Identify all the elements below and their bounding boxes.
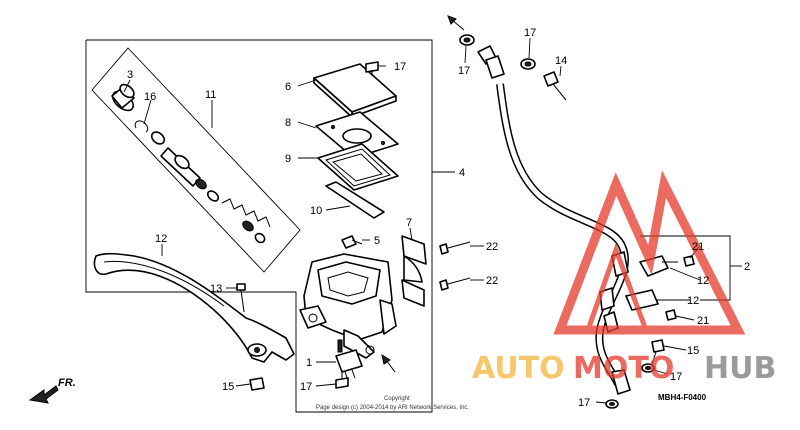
callout-17b: 17	[524, 27, 536, 39]
callout-11: 11	[205, 89, 216, 101]
callout-4: 4	[459, 167, 465, 179]
front-direction-arrow	[28, 385, 59, 404]
callout-12b: 12	[687, 295, 699, 307]
lever-pivot-nut	[249, 377, 265, 391]
callout-17d: 17	[578, 397, 590, 409]
callout-15b: 15	[687, 345, 699, 357]
front-label: FR.	[58, 377, 76, 389]
callout-labels: 3 16 11 6 8 9 10 5 7 4 17 22 22 1 17 12 …	[127, 27, 750, 409]
diaphragm	[317, 143, 399, 191]
clamp-frame	[640, 235, 742, 301]
sealing-washer-bottom	[605, 399, 619, 409]
piston-kit	[111, 83, 271, 244]
callout-22b: 22	[486, 275, 498, 287]
callout-18: 16	[144, 91, 156, 103]
callout-2: 2	[744, 261, 750, 273]
reservoir-cap	[313, 63, 397, 118]
callout-6: 6	[285, 81, 291, 93]
lever-pivot-bolt	[236, 283, 246, 313]
callout-3: 3	[127, 69, 133, 81]
master-cylinder-holder	[401, 235, 427, 307]
switch-bolt	[335, 370, 349, 389]
watermark-moto: MOTO	[573, 351, 674, 386]
brake-lever	[93, 252, 295, 363]
master-cylinder-body	[299, 253, 397, 359]
brake-hose	[477, 45, 631, 395]
copyright-text: Page design (c) 2004-2014 by ARI Network…	[316, 405, 469, 411]
switch-screw	[341, 235, 363, 249]
callout-13: 12	[155, 233, 167, 245]
copyright-title: Copyright	[384, 396, 410, 402]
master-cylinder-frame	[85, 39, 455, 413]
callout-20: 17	[300, 381, 312, 393]
callout-14: 13	[210, 283, 222, 295]
callout-5: 5	[374, 235, 380, 247]
callout-17c: 17	[670, 371, 682, 383]
callout-16: 15	[222, 381, 234, 393]
direction-arrow	[381, 353, 396, 373]
watermark-logo: AUTO MOTO HUB	[472, 170, 776, 386]
piston-assembly	[150, 131, 220, 202]
piston-kit-frame	[91, 47, 301, 273]
callout-10: 10	[310, 205, 322, 217]
diagram-code: MBH4-F0400	[658, 393, 707, 402]
oil-bolt-upper	[543, 71, 567, 101]
clamp-bolt-upper	[683, 255, 695, 267]
sealing-washer-upper	[520, 58, 536, 70]
brake-switch	[335, 339, 363, 381]
callout-22a: 22	[486, 241, 498, 253]
callout-1: 1	[306, 357, 312, 369]
cap-screw	[365, 61, 379, 76]
watermark-hub: HUB	[704, 351, 776, 386]
callout-15a: 14	[555, 55, 567, 67]
sealing-washer-lower	[641, 363, 655, 373]
cap-plate	[315, 111, 399, 159]
holder-bolt-lower	[439, 277, 471, 291]
oil-bolt-lower	[651, 339, 665, 365]
callout-19: 17	[394, 61, 406, 73]
leader-lines	[123, 37, 701, 404]
clamp-bolt-lower	[665, 309, 677, 321]
piston-spring	[221, 198, 271, 244]
callout-7: 7	[406, 217, 412, 229]
callout-17a: 17	[458, 65, 470, 77]
callout-9: 9	[285, 153, 291, 165]
holder-bolt-upper	[439, 241, 471, 255]
callout-8: 8	[285, 117, 291, 129]
sealing-washer-top	[459, 34, 475, 46]
dust-boot	[111, 83, 135, 112]
diaphragm-plate	[325, 181, 385, 219]
callout-21b: 21	[697, 315, 709, 327]
callout-12a: 12	[697, 275, 709, 287]
snap-ring	[134, 120, 149, 133]
hose-direction-arrow	[447, 15, 465, 31]
watermark-auto: AUTO	[472, 351, 565, 386]
callout-21a: 21	[692, 241, 704, 253]
